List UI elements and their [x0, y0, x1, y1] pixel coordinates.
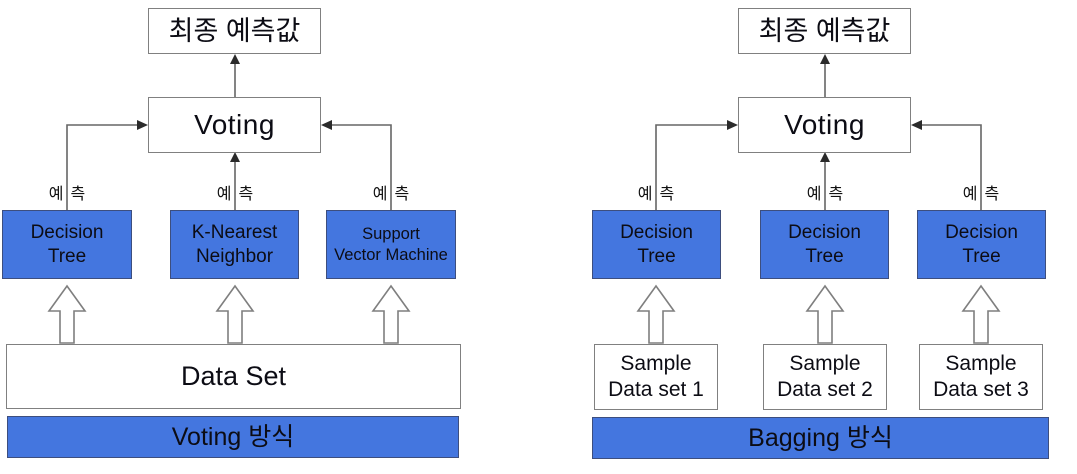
voting-box: Voting — [738, 97, 911, 153]
final-prediction-label: 최종 예측값 — [168, 15, 301, 46]
voting-box: Voting — [148, 97, 321, 153]
sample-dataset-box-1: Sample Data set 1 — [594, 344, 718, 410]
model-box-decision-tree: Decision Tree — [760, 210, 889, 279]
predict-label: 예측 — [216, 186, 261, 203]
block-arrow-up-icon — [636, 284, 676, 344]
model-label-line1: Decision — [788, 222, 861, 244]
block-arrow-up-icon — [215, 284, 255, 344]
model-label-line1: K-Nearest — [191, 222, 278, 244]
arrowhead-up-icon — [820, 54, 830, 64]
caption-label: Bagging 방식 — [748, 423, 893, 452]
model-box-k-nearest-neighbor: K-Nearest Neighbor — [170, 210, 299, 279]
predict-label: 예측 — [806, 186, 851, 203]
voting-label: Voting — [784, 108, 865, 140]
model-label-line2: Vector Machine — [334, 245, 448, 264]
model-box-decision-tree: Decision Tree — [917, 210, 1046, 279]
arrowhead-up-icon — [820, 152, 830, 162]
model-box-support-vector-machine: Support Vector Machine — [326, 210, 456, 279]
arrowhead-left-icon — [911, 120, 922, 130]
arrowhead-right-icon — [727, 120, 738, 130]
model-box-decision-tree: Decision Tree — [592, 210, 721, 279]
block-arrow-up-icon — [805, 284, 845, 344]
voting-label: Voting — [194, 108, 275, 140]
voting-method-caption-bar: Voting 방식 — [7, 416, 459, 458]
arrowhead-right-icon — [137, 120, 148, 130]
block-arrow-up-icon — [47, 284, 87, 344]
model-label-line2: Tree — [805, 245, 844, 267]
arrowhead-left-icon — [321, 120, 332, 130]
sample-dataset-box-2: Sample Data set 2 — [763, 344, 887, 410]
sample-label-line1: Sample — [945, 352, 1017, 376]
sample-label-line2: Data set 1 — [608, 378, 704, 401]
arrowhead-up-icon — [230, 152, 240, 162]
model-box-decision-tree: Decision Tree — [2, 210, 132, 279]
model-label-line1: Decision — [620, 222, 693, 244]
final-prediction-box: 최종 예측값 — [738, 8, 911, 54]
final-prediction-label: 최종 예측값 — [758, 15, 891, 46]
model-label-line2: Tree — [47, 245, 87, 267]
model-label-line2: Tree — [962, 245, 1001, 267]
model-label-line2: Neighbor — [195, 245, 274, 267]
predict-label: 예측 — [372, 186, 417, 203]
bagging-method-caption-bar: Bagging 방식 — [592, 417, 1049, 459]
sample-label-line2: Data set 2 — [777, 378, 873, 401]
predict-label: 예측 — [48, 186, 93, 203]
dataset-box: Data Set — [6, 344, 461, 409]
arrowhead-up-icon — [230, 54, 240, 64]
model-label-line1: Support — [362, 225, 420, 244]
predict-label: 예측 — [962, 186, 1007, 203]
sample-label-line1: Sample — [620, 352, 692, 376]
dataset-label: Data Set — [180, 361, 287, 392]
block-arrow-up-icon — [961, 284, 1001, 344]
final-prediction-box: 최종 예측값 — [148, 8, 321, 54]
model-label-line2: Tree — [637, 245, 676, 267]
block-arrow-up-icon — [371, 284, 411, 344]
predict-label: 예측 — [637, 186, 682, 203]
sample-label-line1: Sample — [789, 352, 861, 376]
model-label-line1: Decision — [30, 222, 104, 244]
sample-dataset-box-3: Sample Data set 3 — [919, 344, 1043, 410]
model-label-line1: Decision — [945, 222, 1018, 244]
caption-label: Voting 방식 — [171, 422, 295, 451]
sample-label-line2: Data set 3 — [933, 378, 1029, 401]
